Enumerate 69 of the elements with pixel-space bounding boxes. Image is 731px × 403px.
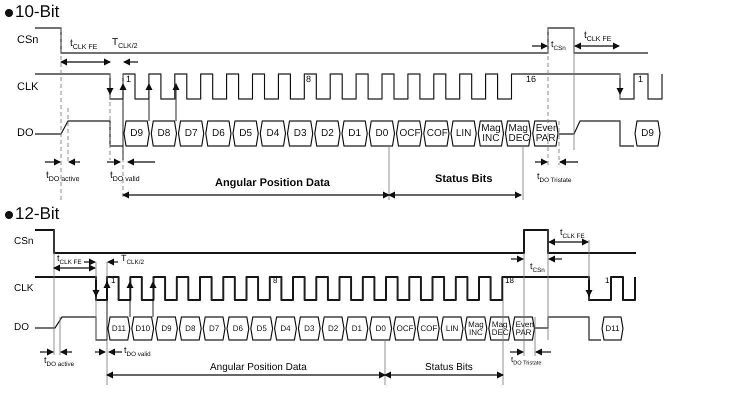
clock-count: 1 bbox=[605, 277, 610, 286]
bit-label: OCF bbox=[400, 128, 419, 138]
bit-label: D8 bbox=[184, 324, 196, 332]
clock-count: 1 bbox=[111, 277, 116, 286]
bit-label: D9 bbox=[160, 324, 173, 332]
clock-count: 1 bbox=[126, 75, 132, 85]
bit-label: LIN bbox=[454, 128, 472, 138]
timing-label: T$_{CLK/2}$ bbox=[112, 37, 138, 51]
clock-count: 1 bbox=[638, 75, 644, 85]
timing-label: t$_{CSn}$ bbox=[530, 262, 545, 275]
bit-label: D1 bbox=[347, 128, 362, 138]
field-label: Status Bits bbox=[425, 362, 473, 373]
bit-label: Even PAR bbox=[516, 320, 532, 336]
timing-label: t$_{CLK FE}$ bbox=[560, 228, 585, 241]
bit-label: D2 bbox=[326, 324, 340, 332]
signal-name: CSn bbox=[17, 34, 38, 46]
timing-label: t$_{DO active}$ bbox=[46, 170, 80, 184]
timing-label: t$_{CSn}$ bbox=[551, 40, 566, 53]
bit-label: Mag INC bbox=[468, 320, 484, 336]
bit-label: D5 bbox=[256, 324, 268, 332]
clock-count: 8 bbox=[306, 75, 312, 85]
timing-label: t$_{CLK FE}$ bbox=[57, 254, 82, 267]
bit-label: COF bbox=[420, 324, 436, 332]
bit-label: Mag DEC bbox=[508, 124, 528, 144]
bit-label: D11 bbox=[605, 324, 620, 332]
bit-label: D10 bbox=[134, 324, 151, 332]
section-heading: 10-Bit bbox=[15, 3, 60, 22]
bit-label: D5 bbox=[238, 128, 254, 138]
bit-label: D7 bbox=[184, 128, 199, 138]
bit-label: D2 bbox=[320, 128, 335, 138]
bit-label: COF bbox=[426, 128, 446, 138]
timing-label: t$_{DO Tristate}$ bbox=[537, 172, 572, 185]
bit-label: Mag INC bbox=[481, 124, 500, 144]
signal-name: CLK bbox=[17, 81, 38, 94]
section-heading: 12-Bit bbox=[15, 205, 60, 224]
signal-name: CSn bbox=[14, 236, 34, 247]
signal-name: DO bbox=[14, 322, 29, 333]
clock-count: 16 bbox=[526, 75, 536, 85]
bit-label: D1 bbox=[350, 324, 364, 332]
timing-label: t$_{DO valid}$ bbox=[110, 170, 140, 184]
bit-label: D0 bbox=[374, 324, 387, 332]
bit-label: D3 bbox=[292, 128, 308, 138]
timing-label: t$_{DO Tristate}$ bbox=[511, 356, 542, 367]
timing-label: t$_{DO active}$ bbox=[44, 356, 74, 369]
field-label: Angular Position Data bbox=[215, 177, 330, 190]
bit-label: D7 bbox=[208, 324, 220, 332]
timing-label: T$_{CLK/2}$ bbox=[121, 254, 144, 267]
timing-label: t$_{CLK FE}$ bbox=[70, 38, 98, 52]
bit-label: D4 bbox=[265, 128, 280, 138]
bit-label: D3 bbox=[303, 324, 316, 332]
timing-label: t$_{CLK FE}$ bbox=[584, 30, 612, 44]
bit-label: OCF bbox=[396, 324, 412, 332]
field-label: Status Bits bbox=[435, 173, 492, 186]
bit-label: D0 bbox=[374, 128, 390, 138]
bit-label: D11 bbox=[111, 324, 127, 332]
clock-count: 8 bbox=[273, 277, 278, 286]
bit-label: LIN bbox=[444, 324, 460, 332]
bit-label: D4 bbox=[279, 324, 292, 332]
bit-label: D6 bbox=[210, 128, 226, 138]
bit-label: D8 bbox=[156, 128, 172, 138]
signal-name: CLK bbox=[14, 283, 34, 294]
signal-name: DO bbox=[17, 127, 34, 140]
timing-label: t$_{DO valid}$ bbox=[124, 346, 151, 359]
bit-label: Mag DEC bbox=[492, 320, 508, 336]
bit-label: D9 bbox=[129, 128, 144, 138]
bit-label: D6 bbox=[232, 324, 244, 332]
clock-count: 18 bbox=[505, 277, 514, 286]
field-label: Angular Position Data bbox=[210, 362, 307, 373]
bit-label: D9 bbox=[640, 128, 655, 138]
